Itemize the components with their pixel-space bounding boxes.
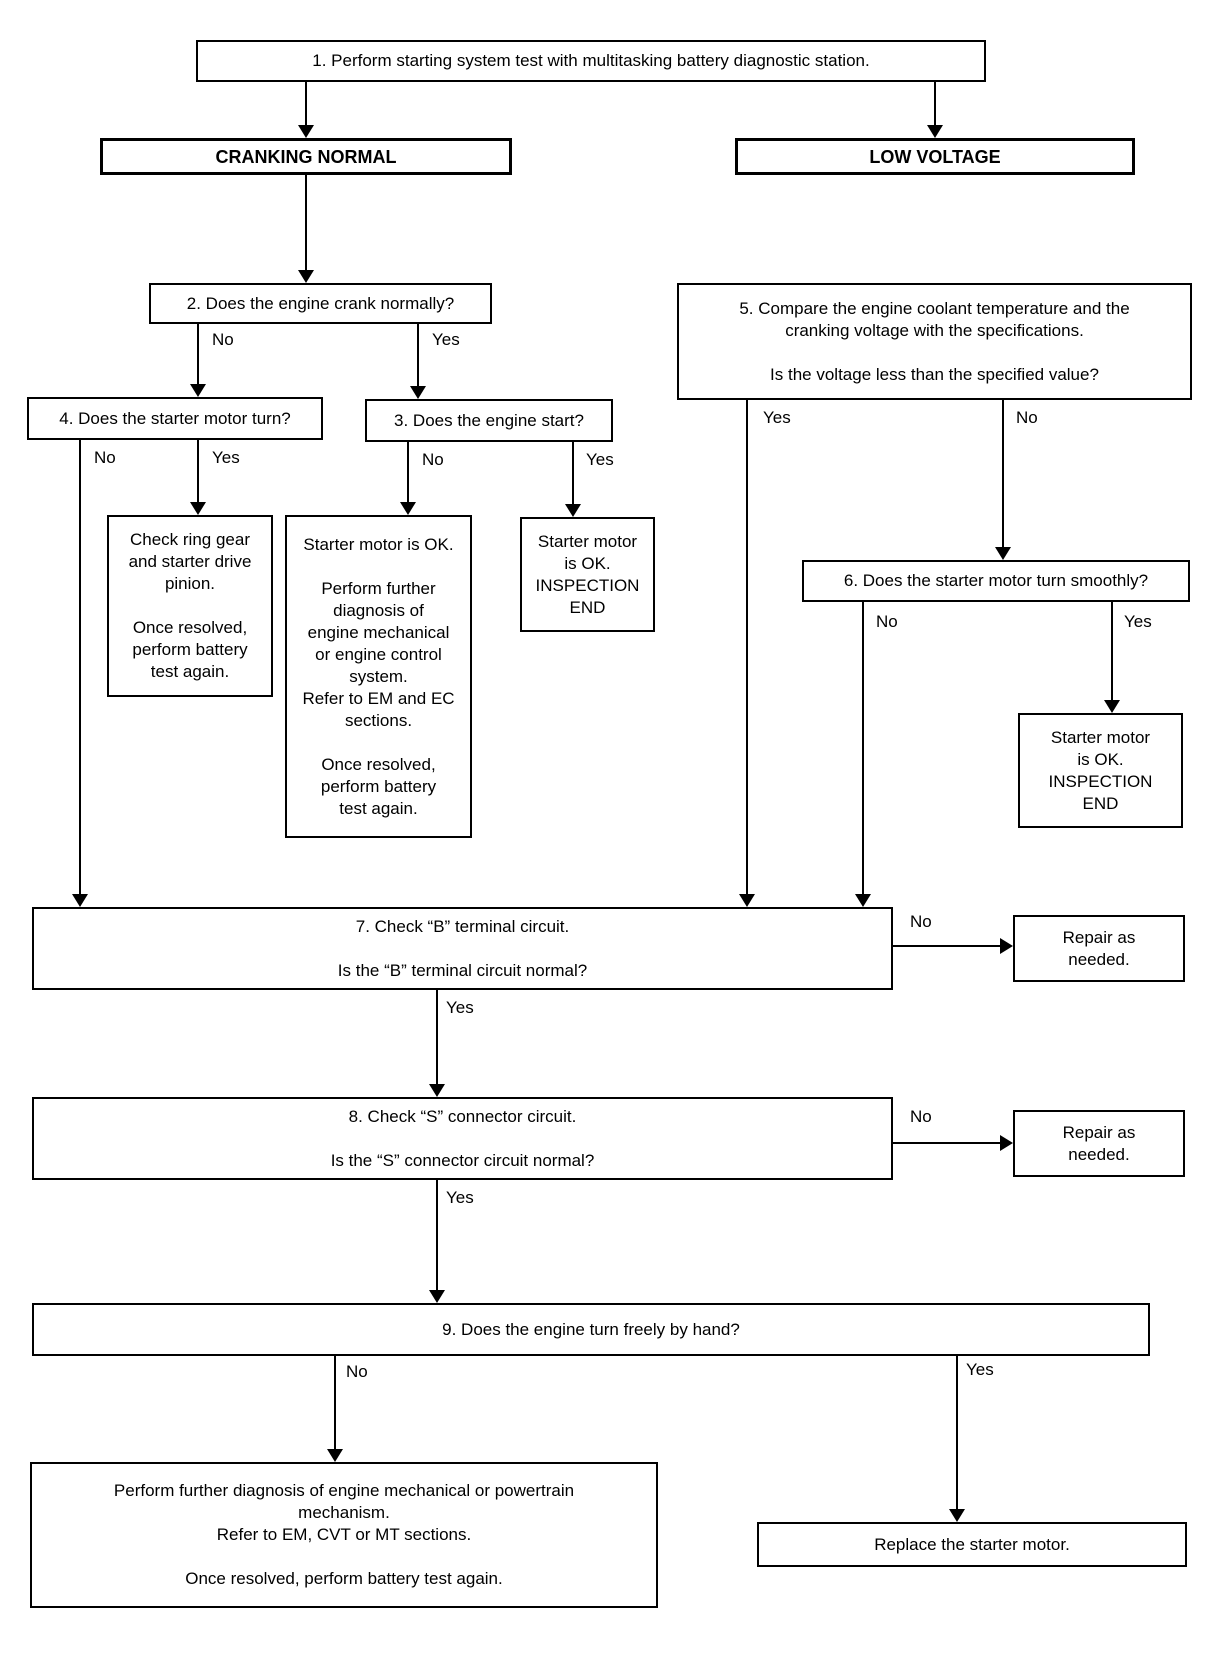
edge-label-step5-no: No [1016, 408, 1038, 427]
edge-line-step9-no [334, 1356, 336, 1449]
edge-line-step7-no [893, 945, 1000, 947]
edge-line-step9-yes [956, 1356, 958, 1509]
node-step8: 8. Check “S” connector circuit. Is the “… [32, 1097, 893, 1180]
edge-label-step2-yes: Yes [432, 330, 460, 349]
arrowhead-down-icon [927, 125, 943, 138]
node-inspection-end-left: Starter motor is OK. INSPECTION END [520, 517, 655, 632]
node-inspection-end-right: Starter motor is OK. INSPECTION END [1018, 713, 1183, 828]
edge-label-step6-no: No [876, 612, 898, 631]
edge-line-step3-no [407, 442, 409, 502]
arrowhead-down-icon [410, 386, 426, 399]
arrowhead-down-icon [949, 1509, 965, 1522]
node-step6: 6. Does the starter motor turn smoothly? [802, 560, 1190, 602]
edge-label-step9-no: No [346, 1362, 368, 1381]
node-step9: 9. Does the engine turn freely by hand? [32, 1303, 1150, 1356]
arrowhead-down-icon [298, 270, 314, 283]
edge-line-step1-cranking [305, 82, 307, 125]
arrowhead-down-icon [327, 1449, 343, 1462]
arrowhead-down-icon [995, 547, 1011, 560]
edge-label-step5-yes: Yes [763, 408, 791, 427]
edge-label-step2-no: No [212, 330, 234, 349]
node-step2: 2. Does the engine crank normally? [149, 283, 492, 324]
node-low-voltage: LOW VOLTAGE [735, 138, 1135, 175]
arrowhead-right-icon [1000, 938, 1013, 954]
edge-label-step6-yes: Yes [1124, 612, 1152, 631]
edge-line-step6-yes [1111, 602, 1113, 700]
edge-label-step9-yes: Yes [966, 1360, 994, 1379]
edge-line-step3-yes [572, 442, 574, 504]
node-step5: 5. Compare the engine coolant temperatur… [677, 283, 1192, 400]
arrowhead-down-icon [72, 894, 88, 907]
arrowhead-down-icon [429, 1084, 445, 1097]
node-step4: 4. Does the starter motor turn? [27, 397, 323, 440]
node-cranking-normal: CRANKING NORMAL [100, 138, 512, 175]
arrowhead-down-icon [739, 894, 755, 907]
edge-line-step8-yes [436, 1180, 438, 1290]
arrowhead-down-icon [565, 504, 581, 517]
edge-line-cranking-step2 [305, 175, 307, 270]
arrowhead-down-icon [190, 502, 206, 515]
arrowhead-down-icon [400, 502, 416, 515]
edge-line-step8-no [893, 1142, 1000, 1144]
arrowhead-down-icon [190, 384, 206, 397]
edge-line-step4-yes [197, 440, 199, 502]
edge-label-step3-no: No [422, 450, 444, 469]
edge-line-step2-yes [417, 324, 419, 386]
edge-line-step7-yes [436, 990, 438, 1084]
edge-label-step7-yes: Yes [446, 998, 474, 1017]
edge-label-step3-yes: Yes [586, 450, 614, 469]
node-step1: 1. Perform starting system test with mul… [196, 40, 986, 82]
node-step3: 3. Does the engine start? [365, 399, 613, 442]
node-further-diagnosis: Perform further diagnosis of engine mech… [30, 1462, 658, 1608]
edge-line-step4-no [79, 440, 81, 894]
arrowhead-right-icon [1000, 1135, 1013, 1151]
edge-line-step5-yes [746, 400, 748, 894]
edge-label-step4-yes: Yes [212, 448, 240, 467]
arrowhead-down-icon [1104, 700, 1120, 713]
arrowhead-down-icon [429, 1290, 445, 1303]
edge-line-step5-no [1002, 400, 1004, 547]
node-step7: 7. Check “B” terminal circuit. Is the “B… [32, 907, 893, 990]
edge-line-step2-no [197, 324, 199, 384]
edge-label-step4-no: No [94, 448, 116, 467]
edge-line-step1-lowvoltage [934, 82, 936, 125]
edge-label-step8-no: No [910, 1107, 932, 1126]
node-check-ring-gear: Check ring gear and starter drive pinion… [107, 515, 273, 697]
edge-label-step7-no: No [910, 912, 932, 931]
node-repair-b-terminal: Repair as needed. [1013, 915, 1185, 982]
node-starter-ok-diagnosis: Starter motor is OK. Perform further dia… [285, 515, 472, 838]
edge-line-step6-no [862, 602, 864, 894]
arrowhead-down-icon [298, 125, 314, 138]
edge-label-step8-yes: Yes [446, 1188, 474, 1207]
node-replace-starter: Replace the starter motor. [757, 1522, 1187, 1567]
node-repair-s-connector: Repair as needed. [1013, 1110, 1185, 1177]
arrowhead-down-icon [855, 894, 871, 907]
